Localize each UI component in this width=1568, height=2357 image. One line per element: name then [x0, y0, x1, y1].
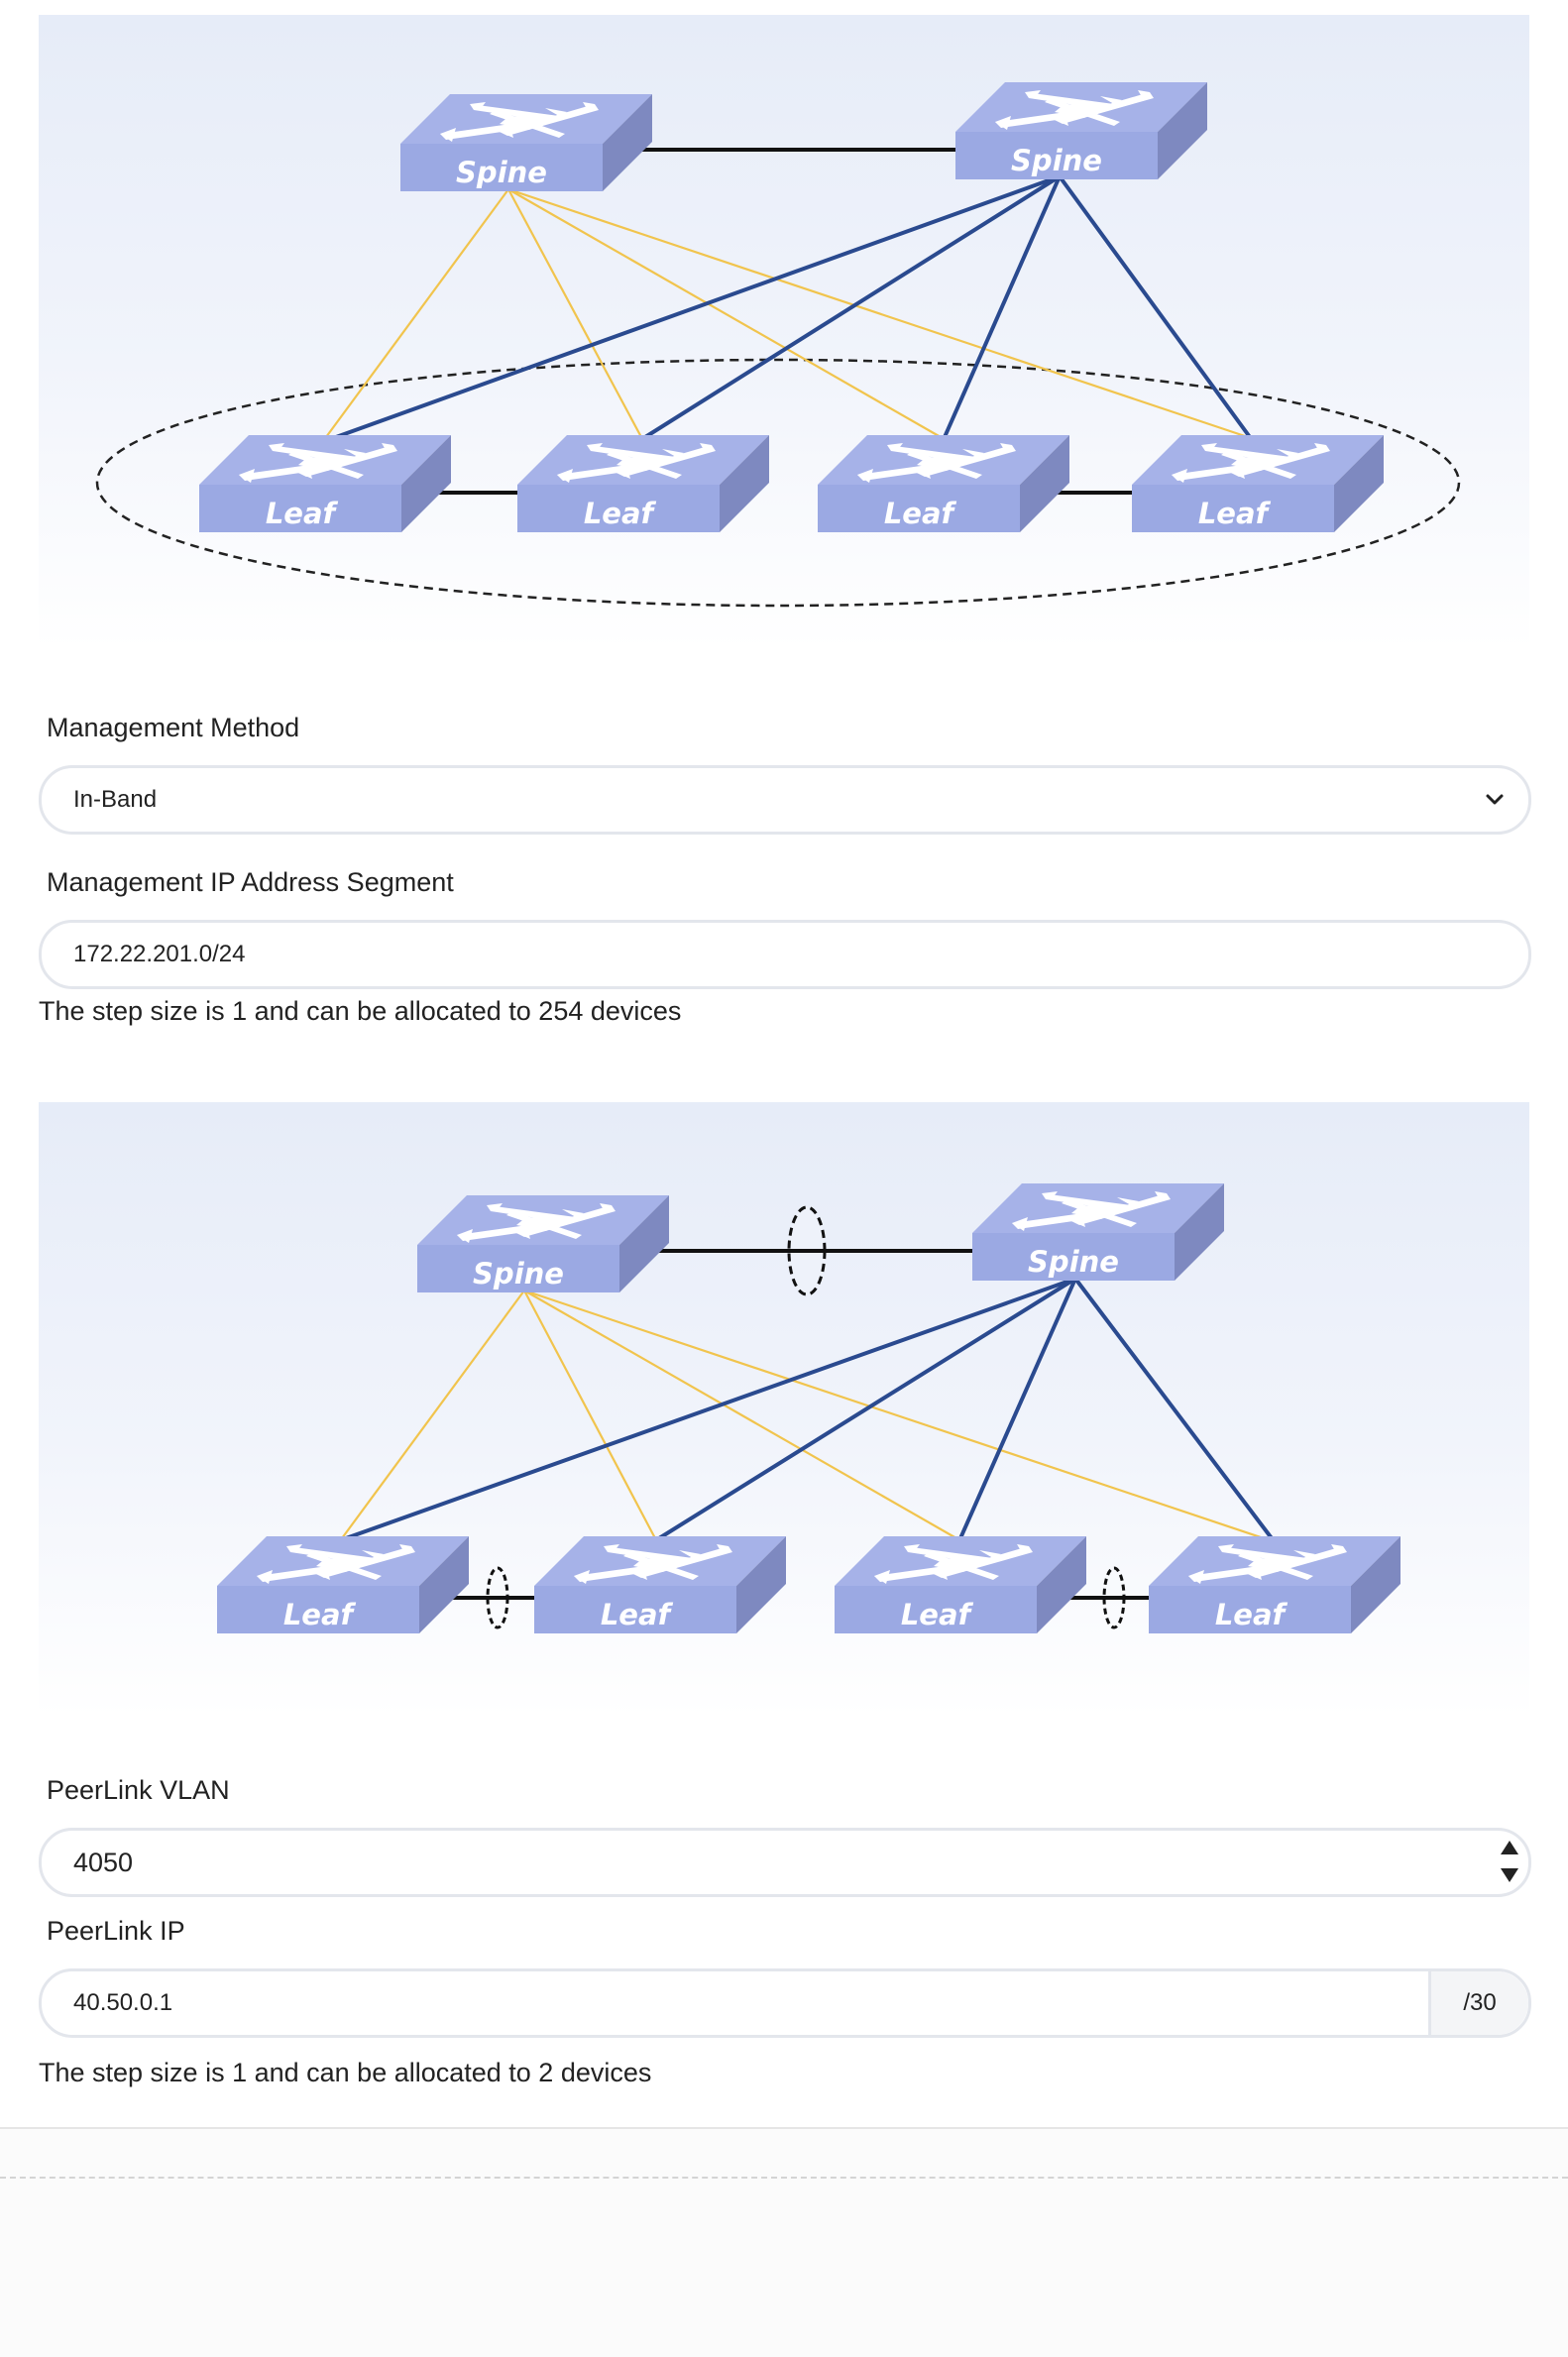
peerlink-vlan-input[interactable]: 4050 — [39, 1828, 1531, 1897]
topology-diagram-2: Spine Spine Leaf Leaf Leaf Leaf — [39, 1102, 1529, 1717]
stepper-down-icon[interactable] — [1501, 1868, 1518, 1882]
leaf-switch-icon: Leaf — [217, 1536, 469, 1633]
leaf-label: Leaf — [601, 1598, 674, 1631]
peerlink-ip-input[interactable]: 40.50.0.1 /30 — [39, 1968, 1531, 2038]
leaf-switch-icon: Leaf — [818, 435, 1069, 532]
topology-2-svg: Spine Spine Leaf Leaf Leaf Leaf — [217, 1183, 1400, 1633]
leaf-switch-icon: Leaf — [534, 1536, 786, 1633]
number-stepper[interactable] — [1489, 1831, 1528, 1894]
chevron-down-icon — [1486, 794, 1504, 805]
spine-label: Spine — [1011, 144, 1102, 177]
leaf-switch-icon: Leaf — [1149, 1536, 1400, 1633]
leaf-label: Leaf — [1215, 1598, 1288, 1631]
management-ip-value: 172.22.201.0/24 — [73, 941, 246, 967]
spine-label: Spine — [473, 1257, 564, 1291]
management-ip-hint: The step size is 1 and can be allocated … — [39, 996, 682, 1026]
peerlink-ip-label: PeerLink IP — [47, 1916, 185, 1946]
topology-1-svg: Spine Spine Leaf Leaf Leaf Leaf — [95, 82, 1461, 608]
topology-diagram-1: Spine Spine Leaf Leaf Leaf Leaf — [39, 15, 1529, 649]
management-method-label: Management Method — [47, 713, 300, 742]
management-ip-label: Management IP Address Segment — [47, 867, 454, 897]
leaf-label: Leaf — [1198, 497, 1272, 530]
leaf-label: Leaf — [266, 497, 339, 530]
leaf-label: Leaf — [283, 1598, 357, 1631]
leaf-label: Leaf — [884, 497, 957, 530]
leaf-switch-icon: Leaf — [517, 435, 769, 532]
leaf-group-ellipse — [95, 358, 1461, 608]
peerlink-ip-hint: The step size is 1 and can be allocated … — [39, 2058, 652, 2087]
leaf-label: Leaf — [584, 497, 657, 530]
peerlink-lag-ellipse — [486, 1566, 509, 1629]
stepper-up-icon[interactable] — [1501, 1841, 1518, 1854]
dashed-divider — [0, 2177, 1568, 2179]
management-method-value: In-Band — [73, 786, 158, 813]
leaf-switch-icon: Leaf — [1132, 435, 1384, 532]
spine-switch-icon: Spine — [955, 82, 1207, 179]
peerlink-ip-suffix: /30 — [1428, 1971, 1528, 2035]
peerlink-ip-value: 40.50.0.1 — [73, 1989, 173, 2016]
spine-switch-icon: Spine — [400, 94, 652, 191]
peerlink-vlan-value: 4050 — [73, 1848, 134, 1877]
spine-switch-icon: Spine — [972, 1183, 1224, 1281]
peerlink-lag-ellipse — [1102, 1566, 1126, 1629]
spine-label: Spine — [1028, 1245, 1119, 1279]
footer-area — [0, 2127, 1568, 2357]
leaf-label: Leaf — [901, 1598, 974, 1631]
peerlink-vlan-label: PeerLink VLAN — [47, 1775, 230, 1805]
spine-label: Spine — [456, 156, 547, 189]
leaf-switch-icon: Leaf — [199, 435, 451, 532]
spine-switch-icon: Spine — [417, 1195, 669, 1292]
management-ip-input[interactable]: 172.22.201.0/24 — [39, 920, 1531, 989]
leaf-switch-icon: Leaf — [835, 1536, 1086, 1633]
management-method-select[interactable]: In-Band — [39, 765, 1531, 835]
